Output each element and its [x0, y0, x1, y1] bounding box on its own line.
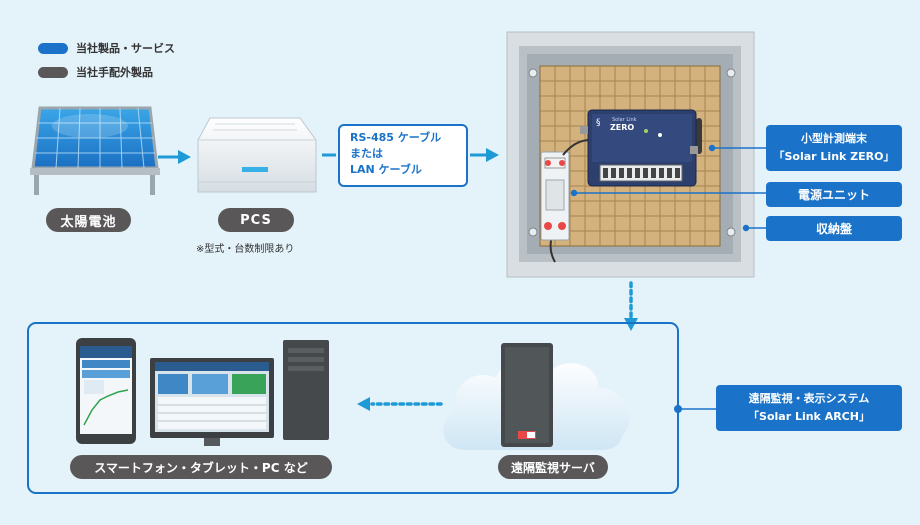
- cable-label-line1: RS-485 ケーブル: [350, 131, 442, 144]
- arrow-solar-to-pcs: [158, 150, 191, 164]
- server-label: 遠隔監視サーバ: [498, 455, 608, 479]
- tablet-illustration: [76, 338, 136, 444]
- arrow-cable-to-enclosure: [470, 148, 499, 162]
- cable-label-box: RS-485 ケーブル または LAN ケーブル: [338, 124, 468, 187]
- device-logo-icon: §: [596, 118, 601, 128]
- legend-item-own-products: 当社製品・サービス: [38, 40, 175, 56]
- callout-system: 遠隔監視・表示システム 「Solar Link ARCH」: [716, 385, 902, 431]
- cable-label-line3: LAN ケーブル: [350, 163, 422, 176]
- solar-link-zero-device: Solar Link ZERO §: [580, 109, 702, 187]
- server-illustration: [501, 343, 553, 447]
- legend-label: 当社手配外製品: [76, 66, 153, 79]
- power-unit-illustration: [540, 139, 591, 241]
- callout-power-unit: 電源ユニット: [766, 182, 902, 207]
- callout-system-line1: 遠隔監視・表示システム: [748, 392, 870, 405]
- callout-terminal-line2: 「Solar Link ZERO」: [773, 150, 895, 163]
- callout-enclosure: 収納盤: [766, 216, 902, 241]
- cable-label-line2: または: [350, 147, 383, 160]
- legend-swatch-blue: [38, 42, 68, 54]
- device-brand-line1: Solar Link: [612, 117, 637, 123]
- solar-panel-illustration: [30, 106, 160, 195]
- legend-swatch-gray: [38, 66, 68, 78]
- desktop-tower-illustration: [283, 340, 329, 440]
- callout-system-line2: 「Solar Link ARCH」: [748, 410, 870, 423]
- arrow-enclosure-to-cloud: [624, 281, 638, 331]
- callout-terminal-line1: 小型計測端末: [801, 132, 867, 145]
- pcs-illustration: [197, 117, 317, 193]
- callout-terminal: 小型計測端末 「Solar Link ZERO」: [766, 125, 902, 171]
- monitor-illustration: [150, 358, 274, 446]
- clients-label: スマートフォン・タブレット・PC など: [70, 455, 332, 479]
- arrow-server-to-clients: [357, 397, 443, 411]
- device-brand-line2: ZERO: [610, 123, 634, 132]
- legend-item-external-products: 当社手配外製品: [38, 64, 153, 80]
- system-frame-connector: [674, 405, 716, 413]
- callout-leader-lines: [570, 144, 766, 232]
- pcs-note: ※型式・台数制限あり: [196, 244, 295, 255]
- pcs-label: PCS: [218, 208, 294, 232]
- solar-panel-label: 太陽電池: [46, 208, 131, 232]
- legend-label: 当社製品・サービス: [76, 42, 175, 55]
